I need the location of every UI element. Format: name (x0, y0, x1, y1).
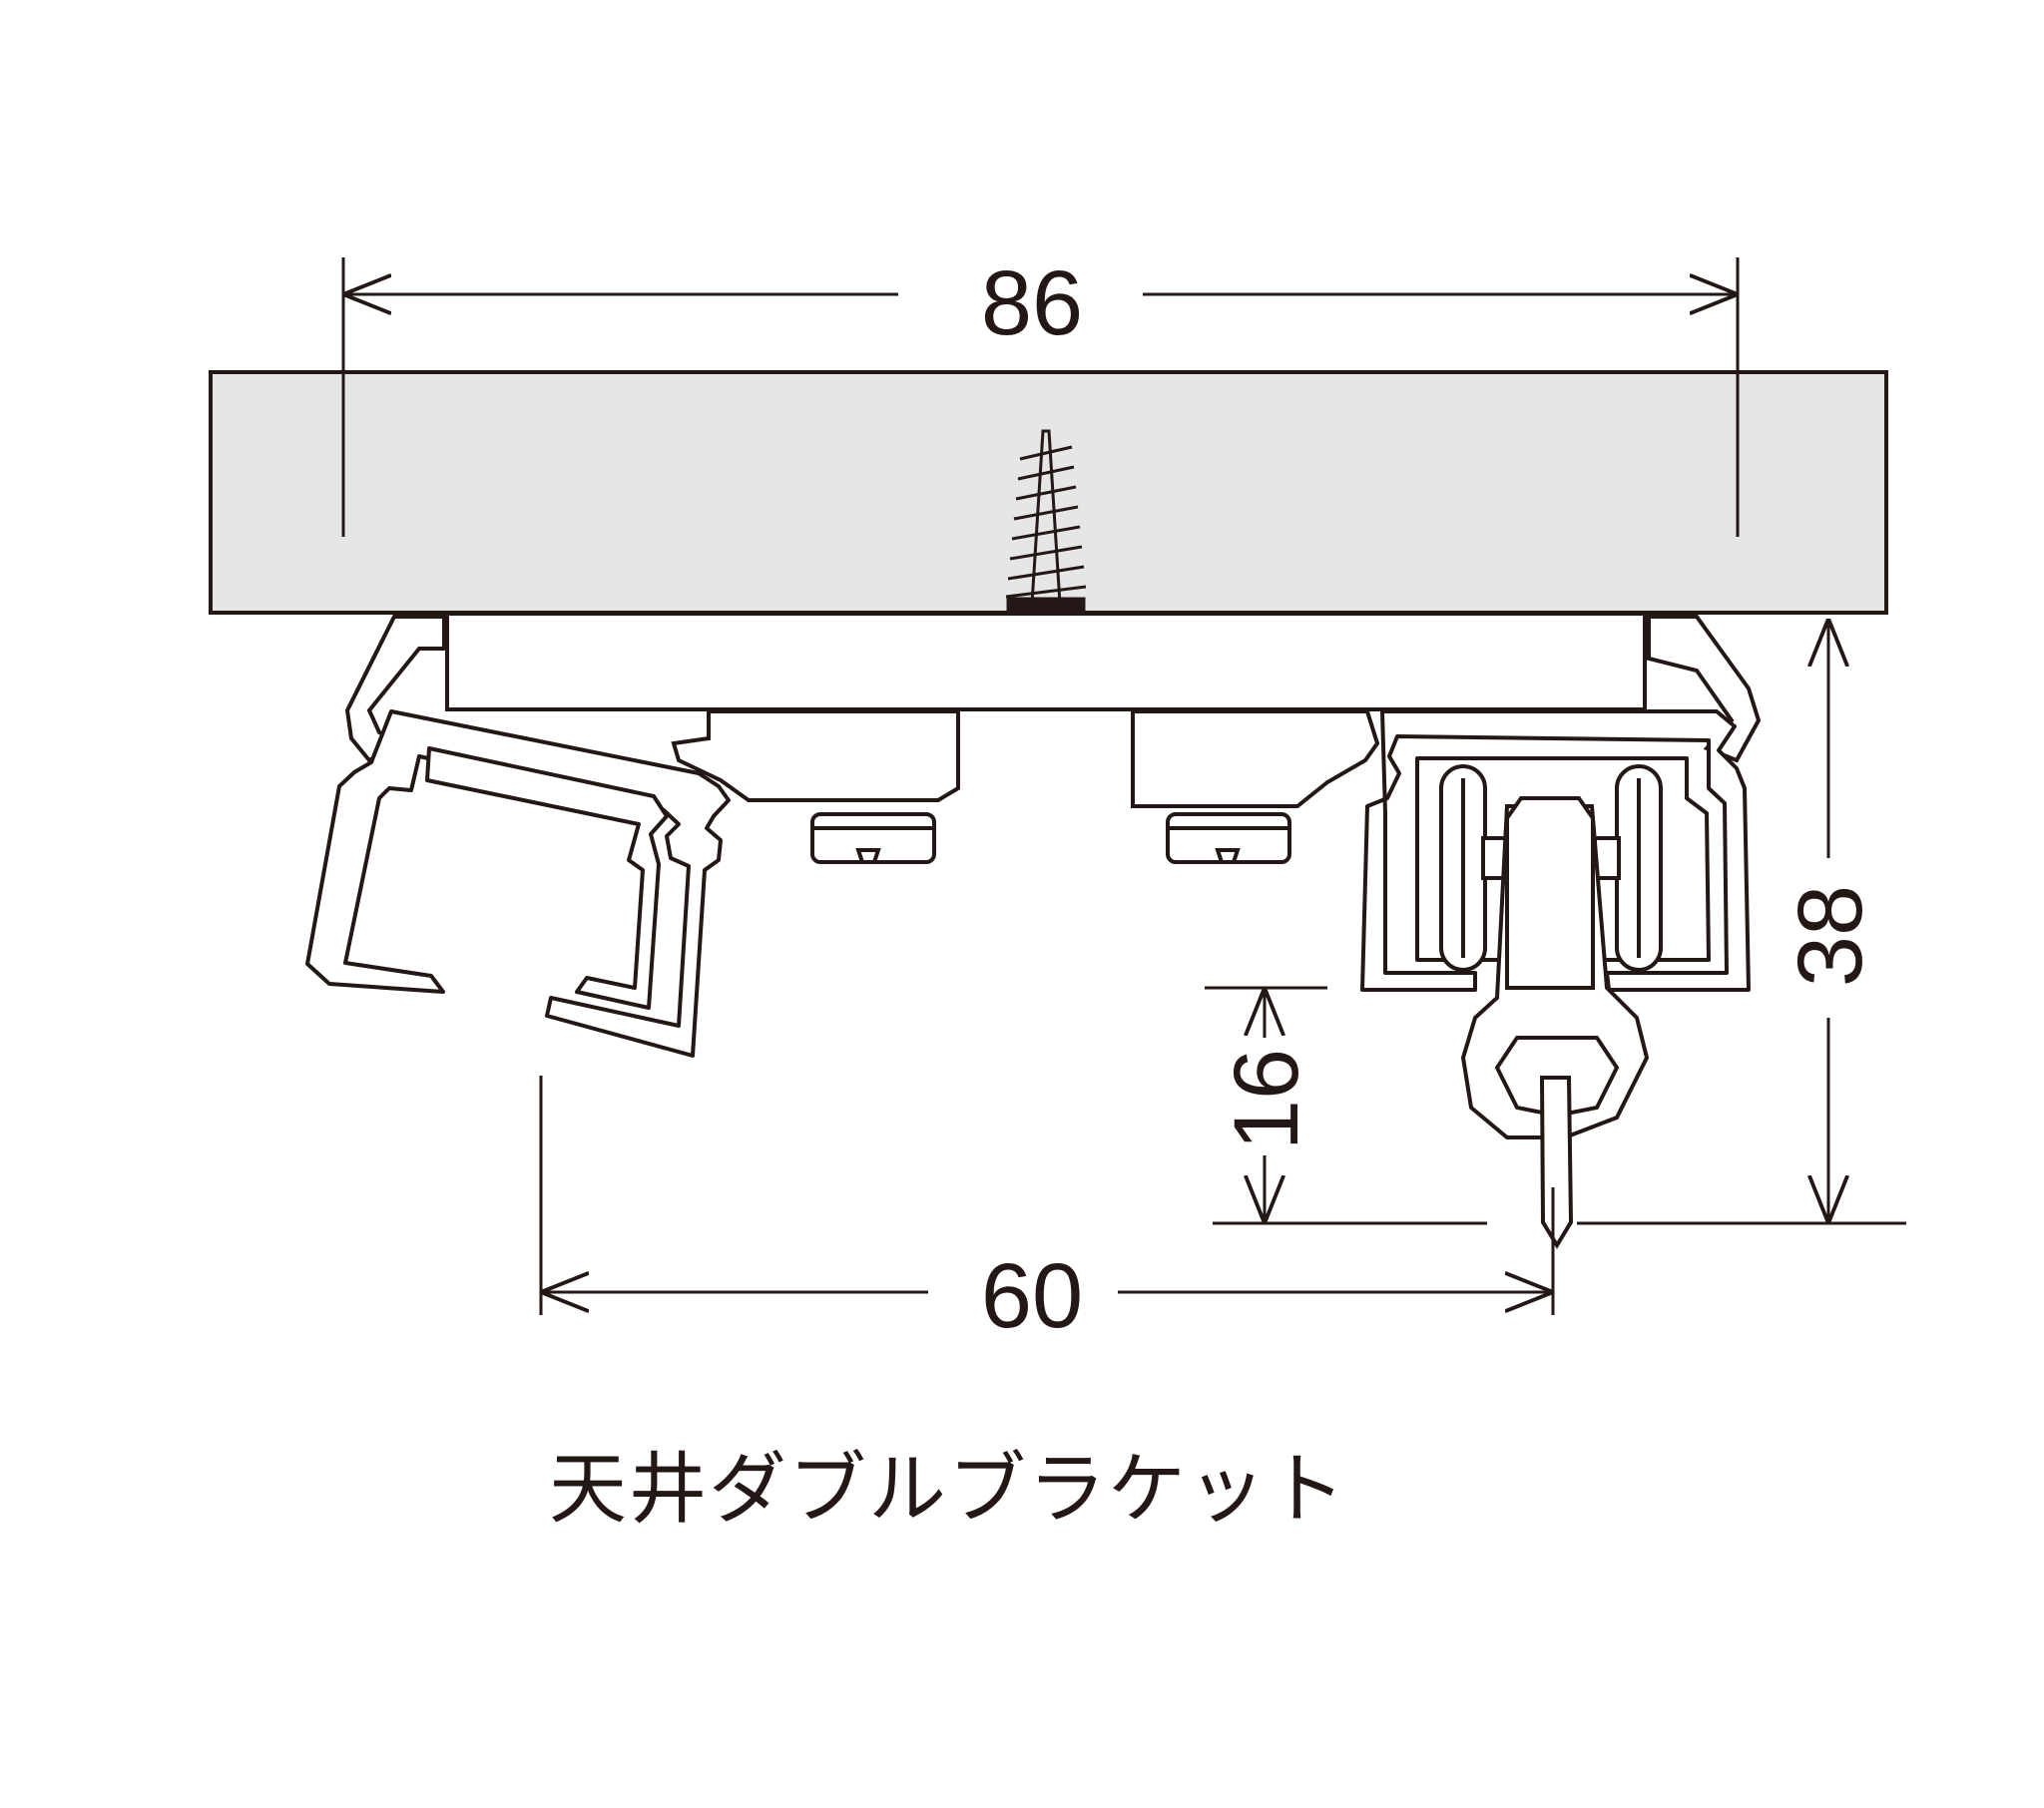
runner-hook (1460, 796, 1650, 1249)
left-curtain-rail (305, 709, 731, 1058)
dimension-16 (1205, 986, 1487, 1225)
dimension-86-label: 86 (981, 252, 1083, 354)
dimension-38 (1577, 619, 1906, 1225)
dimension-16-label: 16 (1216, 1049, 1317, 1150)
bracket-base (344, 612, 1762, 763)
dimension-60-label: 60 (981, 1245, 1083, 1347)
runner-glider-left (671, 709, 960, 864)
screw-icon (1005, 429, 1087, 613)
dimension-86 (341, 257, 1740, 537)
runner-glider-right (1131, 709, 1380, 864)
dimension-60 (539, 1076, 1555, 1315)
dimension-38-label: 38 (1780, 885, 1881, 987)
diagram-caption: 天井ダブルブラケット (549, 1445, 1348, 1535)
